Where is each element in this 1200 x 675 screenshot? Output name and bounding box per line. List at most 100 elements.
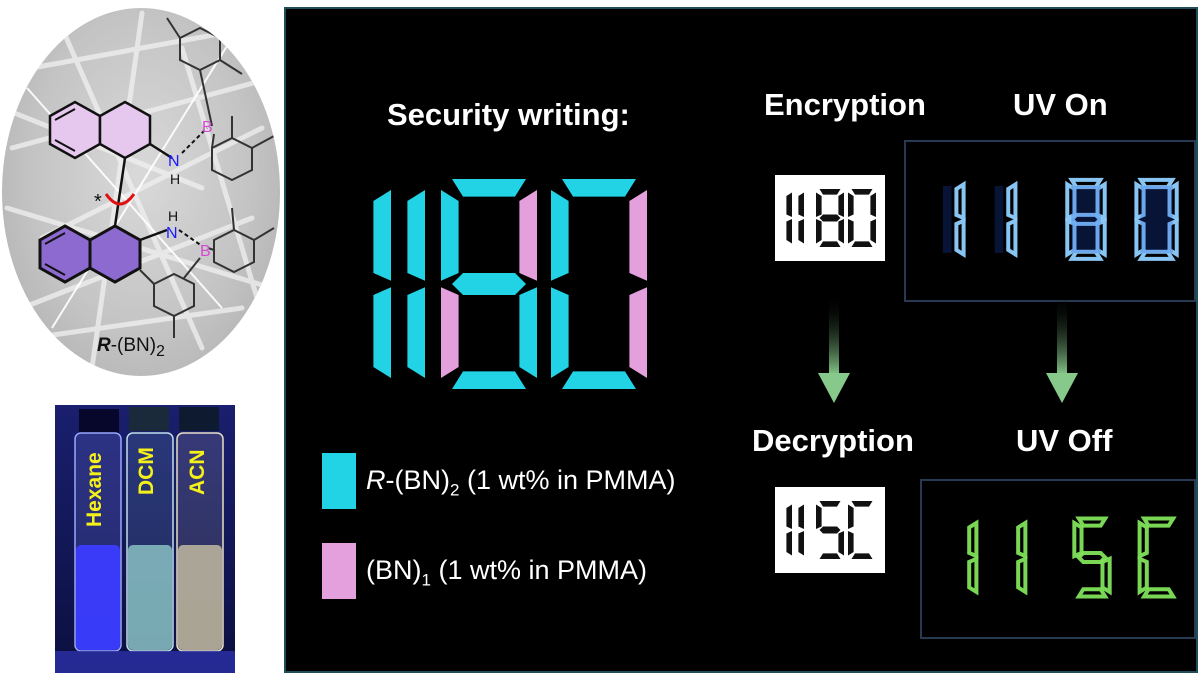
vial-label-dcm: DCM xyxy=(135,447,158,495)
big-digit-4-segment-c xyxy=(629,287,647,378)
big-digit-3-segment-b xyxy=(519,190,537,281)
big-digit-3-segment-a xyxy=(452,179,526,197)
legend-text-bn1: (BN)1 (1 wt% in PMMA) xyxy=(366,555,647,590)
legend-text-r-bn2-prefix: R xyxy=(366,465,386,495)
molecule-structure-panel: N H B H N B * R-(BN)2 xyxy=(2,8,280,376)
enc-digits-4-segment-a xyxy=(851,189,873,195)
big-digit-2-segment-b xyxy=(407,190,425,281)
uvon-digits-4-segment-b xyxy=(1167,180,1179,222)
uvoff-digits-1-segment-b xyxy=(967,519,979,560)
uvon-digits-4-segment-f xyxy=(1134,180,1146,222)
uvon-digits-2-segment-b xyxy=(1006,180,1018,222)
uvon-digits-3-segment-d xyxy=(1068,249,1104,261)
dec-digits-4-segment-e xyxy=(848,531,854,556)
enc-digits-3-segment-f xyxy=(816,192,822,217)
atom-b-lower: B xyxy=(200,243,211,260)
vial-label-hexane: Hexane xyxy=(83,452,106,527)
enc-digits-3-segment-g xyxy=(819,214,841,222)
big-digit-3-segment-g xyxy=(452,273,526,295)
uvon-digits-4-segment-e xyxy=(1134,217,1146,259)
enc-digits-4-segment-c xyxy=(870,219,876,244)
uv-on-photo xyxy=(904,140,1196,302)
uvoff-digits-3-segment-d xyxy=(1075,587,1109,599)
uvon-digits-4-glow xyxy=(1140,185,1173,253)
molecule-label: R-(BN)2 xyxy=(97,335,177,361)
uvon-digits-3-segment-c xyxy=(1095,217,1107,259)
big-digit-3-segment-e xyxy=(441,287,459,378)
enc-digits-2-segment-b xyxy=(798,192,804,217)
uvoff-digits-3-segment-g xyxy=(1075,550,1109,564)
encryption-to-decryption-arrow xyxy=(818,295,850,403)
legend-swatch-r-bn2 xyxy=(322,453,356,509)
enc-digits-4-segment-e xyxy=(848,219,854,244)
dec-digits-3-segment-g xyxy=(819,526,841,534)
dec-digits-1-segment-b xyxy=(786,504,792,529)
encryption-title: Encryption xyxy=(764,87,926,122)
atom-h-lower: H xyxy=(168,208,178,224)
solvent-vials-photo: Hexane DCM ACN xyxy=(55,405,235,673)
dec-digits-4-segment-d xyxy=(851,553,873,559)
dec-digits-2-segment-b xyxy=(798,504,804,529)
uvoff-digits-2-segment-c xyxy=(1016,555,1028,596)
dec-digits-4-segment-f xyxy=(848,504,854,529)
uvon-digits-3-segment-g xyxy=(1068,212,1104,226)
vial-liquid-1 xyxy=(76,545,120,650)
security-writing-panel: Security writing: R-(BN)2 (1 wt% in PMMA… xyxy=(284,7,1198,673)
uvon-digits-4-segment-c xyxy=(1167,217,1179,259)
uvon-digits-3-segment-a xyxy=(1068,177,1104,190)
enc-digits-3-segment-a xyxy=(819,189,841,195)
uvoff-digits-4-segment-f xyxy=(1137,519,1149,560)
vial-liquid-2 xyxy=(128,545,172,650)
dec-digits-4-segment-a xyxy=(851,501,873,507)
legend-text-r-bn2-sub: 2 xyxy=(449,480,460,500)
vial-liquid-3 xyxy=(178,545,222,650)
dec-digits-3-segment-d xyxy=(819,553,841,559)
enc-digits-3-segment-b xyxy=(838,192,844,217)
big-digit-3-segment-f xyxy=(441,190,459,281)
big-digit-4-segment-a xyxy=(562,179,636,197)
big-digit-3-segment-d xyxy=(452,371,526,389)
big-digit-4-segment-d xyxy=(562,371,636,389)
molecule-label-main: -(BN) xyxy=(110,335,157,356)
enc-digits-3-segment-d xyxy=(819,241,841,247)
uvon-digits-4-segment-a xyxy=(1137,177,1176,190)
atom-h-upper: H xyxy=(170,171,180,187)
uvoff-digits-3-segment-a xyxy=(1075,516,1109,528)
vial-cap-1 xyxy=(79,409,119,433)
uv-on-glowing-digits xyxy=(942,177,1179,261)
uvoff-digits-3-segment-c xyxy=(1100,555,1112,596)
uvon-digits-4-segment-d xyxy=(1137,249,1176,261)
vial-cap-3 xyxy=(179,407,219,431)
uvon-digits-2-segment-c xyxy=(1006,217,1018,259)
dec-digits-3-segment-c xyxy=(838,531,844,556)
dec-digits-3-segment-f xyxy=(816,504,822,529)
legend-text-bn1-main: (BN) xyxy=(366,555,422,585)
dec-digits-1-segment-c xyxy=(786,531,792,556)
encryption-code-digits xyxy=(786,189,876,247)
legend-swatch-bn1 xyxy=(322,543,356,599)
legend-text-r-bn2: R-(BN)2 (1 wt% in PMMA) xyxy=(366,465,675,500)
vial-label-acn: ACN xyxy=(186,449,209,496)
enc-digits-1-segment-b xyxy=(786,192,792,217)
enc-digits-1-segment-c xyxy=(786,219,792,244)
uv-on-to-uv-off-arrow xyxy=(1046,295,1078,403)
stereo-mark: * xyxy=(94,191,102,213)
uvoff-digits-4-segment-a xyxy=(1140,516,1177,528)
decryption-code-digits xyxy=(786,501,873,559)
uvoff-digits-4-segment-d xyxy=(1140,587,1177,599)
uv-off-photo xyxy=(920,479,1196,639)
uv-on-title: UV On xyxy=(1013,87,1108,122)
molecule-drawing: N H B H N B * xyxy=(2,10,275,371)
big-digit-1-segment-c xyxy=(373,287,391,378)
big-digit-2-segment-c xyxy=(407,287,425,378)
vial-cap-2 xyxy=(129,407,169,431)
decryption-code-box xyxy=(775,487,885,573)
legend-text-r-bn2-tail: (1 wt% in PMMA) xyxy=(459,465,676,495)
enc-digits-4-segment-d xyxy=(851,241,873,247)
big-digit-4-segment-b xyxy=(629,190,647,281)
dec-digits-2-segment-c xyxy=(798,531,804,556)
vials-drawing xyxy=(55,407,235,673)
uvon-digits-1-segment-b xyxy=(954,180,966,222)
uvon-digits-3-segment-b xyxy=(1095,180,1107,222)
big-digit-4-segment-f xyxy=(551,190,569,281)
